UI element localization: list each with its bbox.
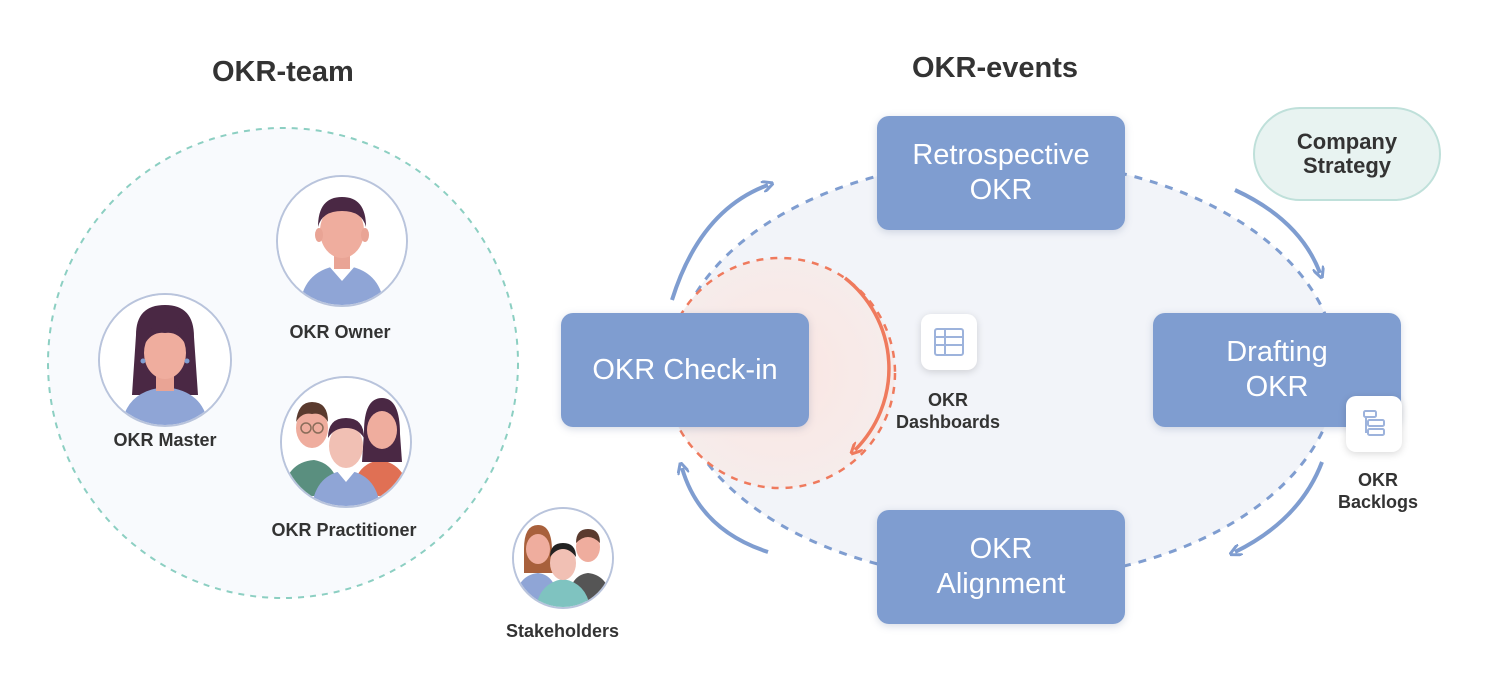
dashboards-tile <box>921 314 977 370</box>
events-title: OKR-events <box>912 52 1078 84</box>
okr-alignment-box: OKR Alignment <box>877 510 1125 624</box>
group-icon <box>282 378 410 506</box>
backlogs-tile <box>1346 396 1402 452</box>
dashboards-label: OKR Dashboards <box>895 390 1001 432</box>
team-title: OKR-team <box>212 56 354 88</box>
backlog-icon <box>1363 410 1385 436</box>
master-label: OKR Master <box>113 430 217 450</box>
table-icon <box>934 328 964 356</box>
group-icon <box>514 509 612 607</box>
company-strategy-pill: Company Strategy <box>1253 107 1441 201</box>
backlogs-label: OKR Backlogs <box>1337 470 1419 512</box>
retrospective-okr-box: Retrospective OKR <box>877 116 1125 230</box>
person-icon <box>278 177 406 305</box>
checkin-loop-arrow <box>843 276 891 450</box>
stakeholders-avatar <box>512 507 614 609</box>
owner-avatar <box>276 175 408 307</box>
arc-retro-to-drafting <box>1234 188 1320 273</box>
owner-label: OKR Owner <box>289 322 391 342</box>
person-icon <box>100 295 230 425</box>
arc-alignment-to-checkin <box>682 468 769 554</box>
stakeholders-label: Stakeholders <box>505 621 620 641</box>
arc-checkin-to-retro <box>670 185 768 301</box>
master-avatar <box>98 293 232 427</box>
practitioner-avatar <box>280 376 412 508</box>
arc-drafting-to-alignment <box>1235 461 1324 552</box>
okr-checkin-box: OKR Check-in <box>561 313 809 427</box>
practitioner-label: OKR Practitioner <box>271 520 417 540</box>
